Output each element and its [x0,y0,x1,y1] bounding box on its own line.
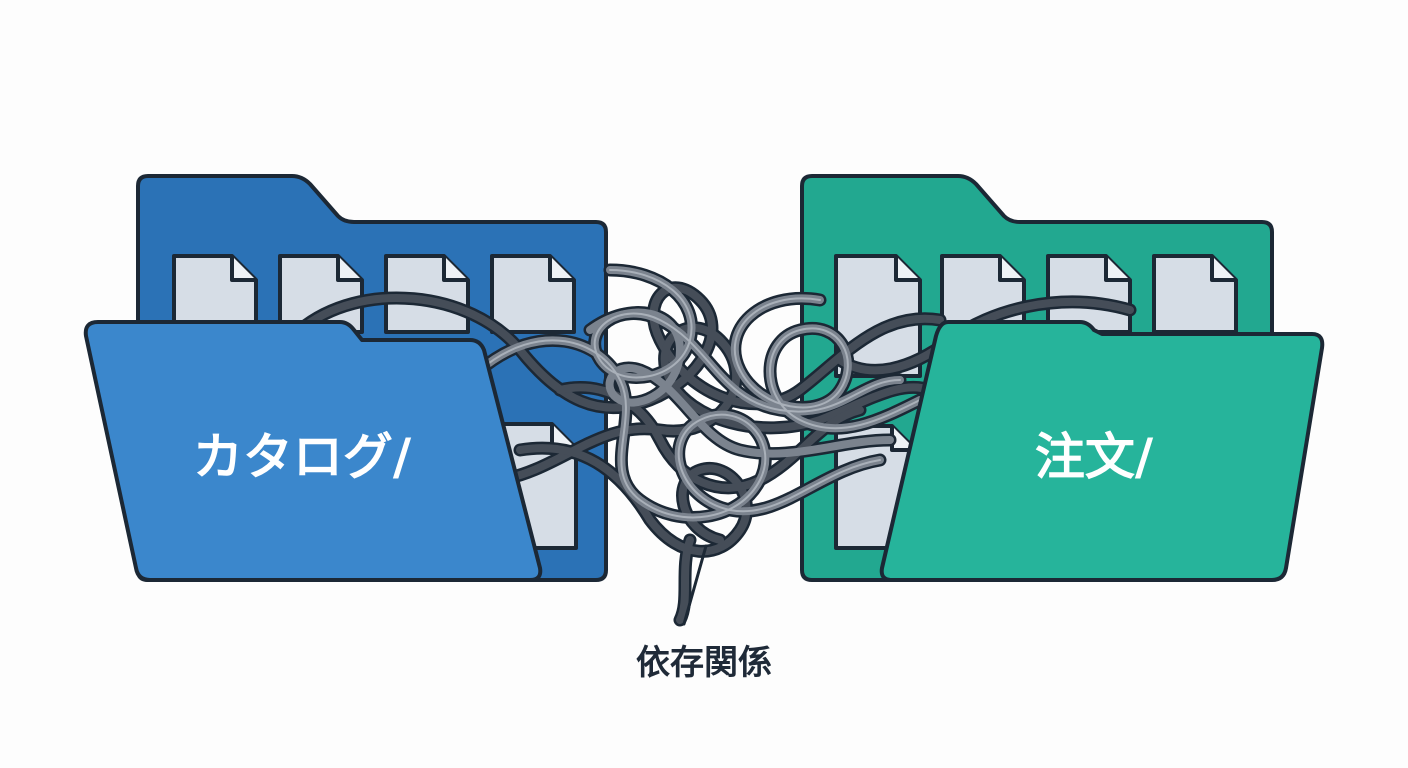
file-icon [1046,254,1132,334]
file-icon [172,254,258,334]
dependency-caption: 依存関係 [636,643,772,683]
caption-pointer-line [682,544,708,626]
folder-catalog-front: カタログ/ [83,320,543,582]
cable-highlight [479,269,921,519]
folder-icon [879,320,1325,582]
file-icon [1152,254,1238,334]
folder-orders-label: 注文/ [1035,428,1154,486]
dependency-cables [293,263,1137,627]
folder-icon [83,320,543,582]
file-icon [490,254,576,334]
folder-catalog-label: カタログ/ [193,428,412,486]
folder-orders-front: 注文/ [879,320,1325,582]
